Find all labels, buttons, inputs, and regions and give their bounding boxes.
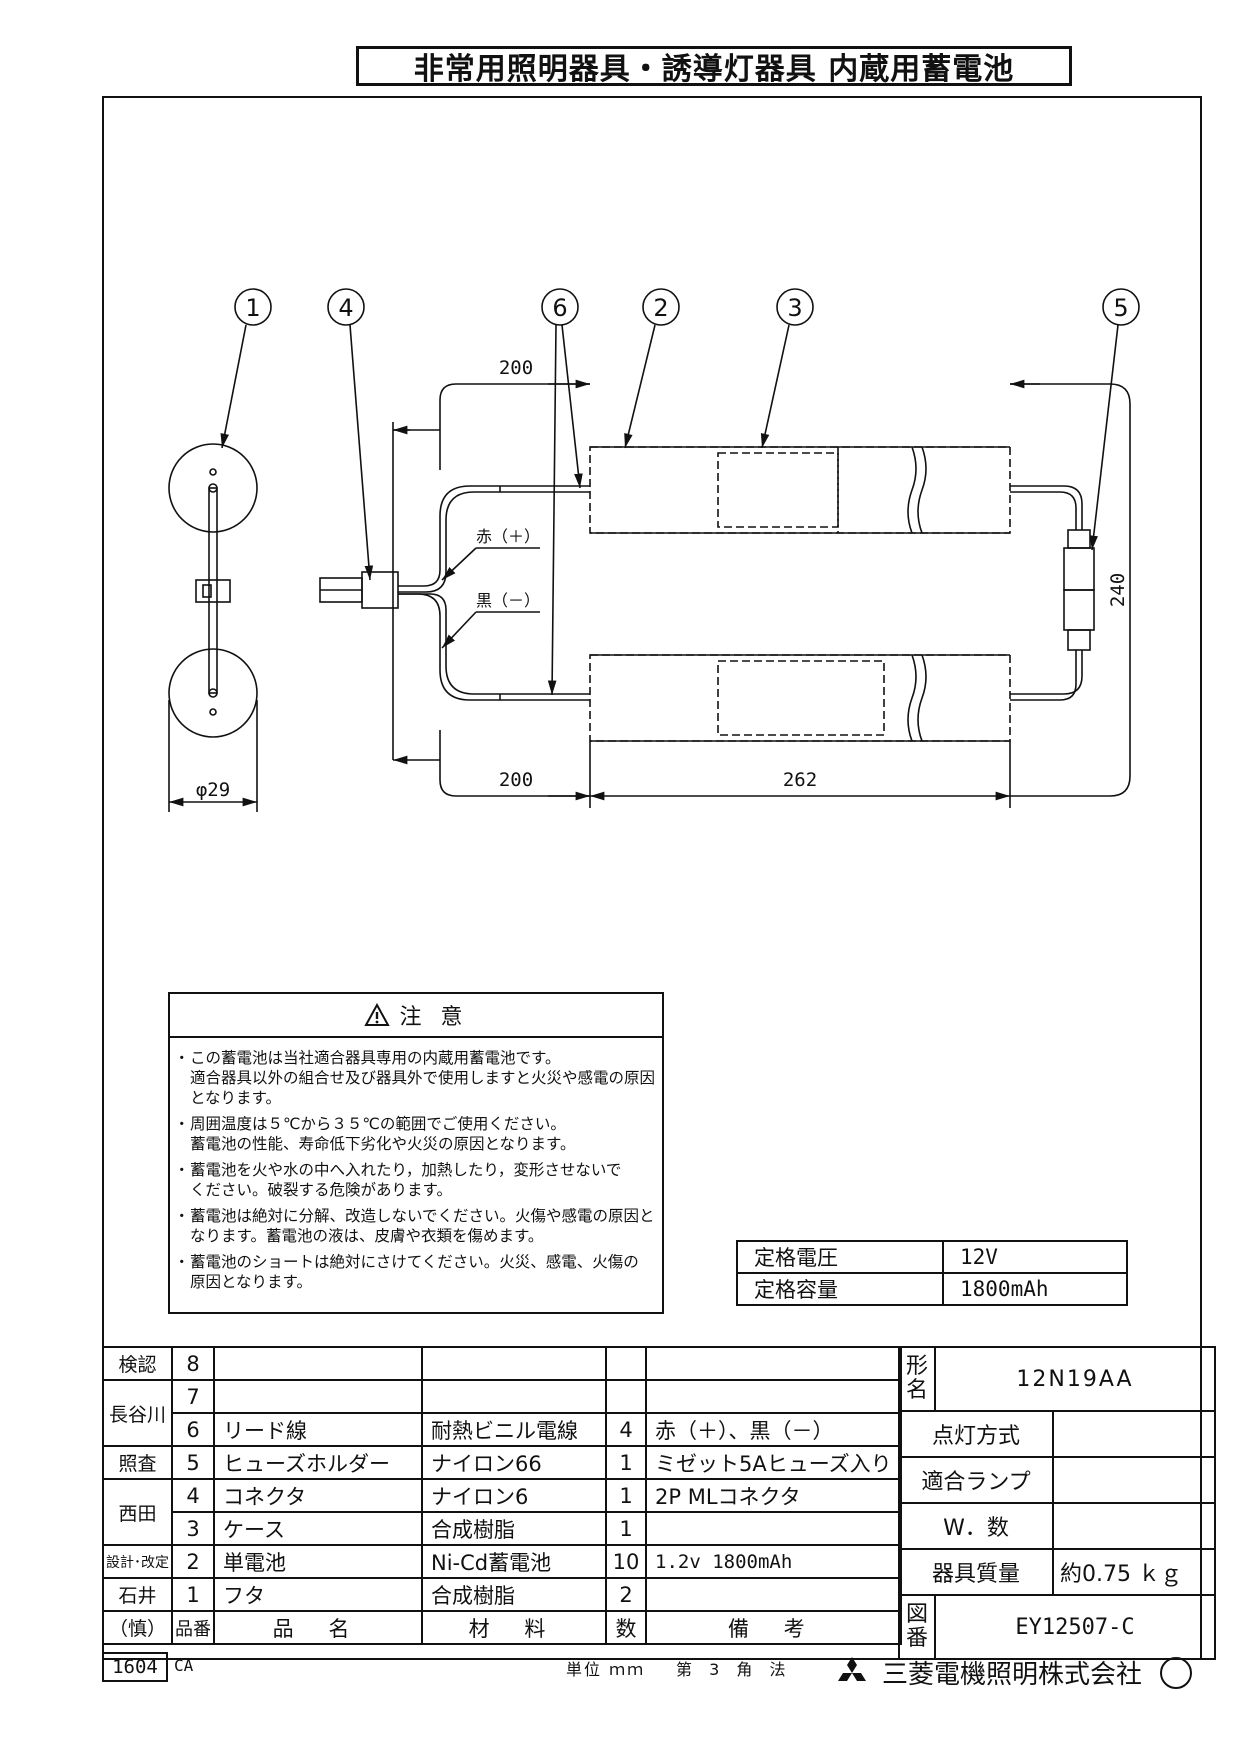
signature-cell: 長谷川 xyxy=(102,1379,173,1447)
dimension-body-length: 262 xyxy=(589,741,1011,808)
rated-voltage-value: 12V xyxy=(942,1240,1128,1274)
watt-label: W．数 xyxy=(898,1502,1054,1550)
svg-text:200: 200 xyxy=(499,769,533,791)
signature-cell: 西田 xyxy=(102,1478,173,1546)
table-row: 長谷川 7 xyxy=(102,1379,902,1447)
signature-cell: 検認 xyxy=(102,1346,173,1381)
drawing-frame xyxy=(102,96,1202,1660)
caution-item: 蓄電池は絶対に分解、改造しないでください。火傷や感電の原因と なります。蓄電池の… xyxy=(174,1206,656,1246)
balloon-5: 5 xyxy=(1089,288,1140,551)
mass-label: 器具質量 xyxy=(898,1548,1054,1596)
mass-value: 約0.75 ｋｇ xyxy=(1052,1548,1216,1596)
unit-note: 単位 ｍｍ xyxy=(566,1660,646,1679)
table-row: 照査 5 ヒューズホルダー ナイロン66 1 ミゼット5Aヒューズ入り xyxy=(102,1445,902,1480)
table-header-row: （慎） 品番 品 名 材 料 数 備 考 xyxy=(102,1610,902,1645)
battery-case-bottom xyxy=(589,654,1011,742)
title-block: 形名 12N19AA 点灯方式 適合ランプ W．数 器具質量 約0.75 ｋｇ … xyxy=(897,1346,1216,1660)
signature-cell: 照査 xyxy=(102,1445,173,1480)
watt-value xyxy=(1052,1502,1216,1550)
caution-item: 蓄電池のショートは絶対にさけてください。火災、感電、火傷の 原因となります。 xyxy=(174,1252,656,1292)
signature-cell: 石井 xyxy=(102,1577,173,1612)
svg-text:2: 2 xyxy=(653,294,668,322)
lighting-label: 点灯方式 xyxy=(898,1410,1054,1458)
svg-text:240: 240 xyxy=(1107,573,1129,607)
svg-text:4: 4 xyxy=(338,294,353,322)
svg-text:262: 262 xyxy=(783,769,817,791)
revision-code: CA xyxy=(174,1656,194,1675)
caution-box: 注 意 この蓄電池は当社適合器具専用の内蔵用蓄電池です。 適合器具以外の組合せ及… xyxy=(168,992,664,1314)
warning-triangle-icon xyxy=(363,1003,390,1026)
lamp-value xyxy=(1052,1456,1216,1504)
table-row: 6 リード線 耐熱ビニル電線 4 赤（＋）、黒（－） xyxy=(103,1412,902,1447)
lead-color-labels: 赤（＋） 黒（－） xyxy=(441,527,540,649)
table-row: 石井 1 フタ 合成樹脂 2 xyxy=(102,1577,902,1612)
balloon-1: 1 xyxy=(220,288,272,449)
fuse-holder xyxy=(1063,529,1095,651)
svg-text:1: 1 xyxy=(245,294,260,322)
table-row: 設計･改定 2 単電池 Ni-Cd蓄電池 10 1.2v 1800mAh xyxy=(102,1544,902,1579)
svg-text:黒（－）: 黒（－） xyxy=(476,591,540,610)
lamp-label: 適合ランプ xyxy=(898,1456,1054,1504)
drawing-number: EY12507-C xyxy=(934,1594,1216,1660)
svg-text:6: 6 xyxy=(552,294,567,322)
caution-item: 周囲温度は５℃から３５℃の範囲でご使用ください。 蓄電池の性能、寿命低下劣化や火… xyxy=(174,1114,656,1154)
caution-item: この蓄電池は当社適合器具専用の内蔵用蓄電池です。 適合器具以外の組合せ及び器具外… xyxy=(174,1048,656,1108)
rated-capacity-label: 定格容量 xyxy=(736,1272,944,1306)
model-number: 12N19AA xyxy=(934,1346,1216,1412)
table-row: 3 ケース 合成樹脂 1 xyxy=(103,1511,902,1546)
dimension-height: 240 xyxy=(1010,379,1131,797)
rating-table: 定格電圧 12V 定格容量 1800mAh xyxy=(736,1240,1128,1306)
rated-voltage-label: 定格電圧 xyxy=(736,1240,944,1274)
lighting-value xyxy=(1052,1410,1216,1458)
drawing-title: 非常用照明器具・誘導灯器具 内蔵用蓄電池 xyxy=(356,46,1072,87)
svg-text:φ29: φ29 xyxy=(196,779,230,801)
doc-code: 1604 xyxy=(102,1652,168,1682)
parts-table: 検認 8 長谷川 7 6 リード線 耐熱ビニル電線 4 赤（＋）、黒（－） 照査… xyxy=(102,1346,902,1645)
table-row: 検認 8 xyxy=(102,1346,902,1381)
balloon-6: 6 xyxy=(541,288,583,696)
model-tag: 形名 xyxy=(897,1346,937,1412)
caution-item: 蓄電池を火や水の中へ入れたり，加熱したり，変形させないで ください。破裂する危険… xyxy=(174,1160,656,1200)
company-name: 三菱電機照明株式会社 xyxy=(882,1660,1143,1690)
dimension-lead-bottom: 200 xyxy=(392,422,590,801)
connector-2p xyxy=(319,571,399,609)
caution-list: この蓄電池は当社適合器具専用の内蔵用蓄電池です。 適合器具以外の組合せ及び器具外… xyxy=(170,1038,662,1292)
svg-text:5: 5 xyxy=(1113,294,1128,322)
battery-case-top xyxy=(589,446,1011,534)
dimension-lead-top: 200 xyxy=(393,357,590,470)
drawing-tag: 図番 xyxy=(897,1594,937,1660)
caution-heading-text: 注 意 xyxy=(399,1005,469,1030)
projection-note: 第 3 角 法 xyxy=(676,1660,792,1679)
company-block: 三菱電機照明株式会社 xyxy=(832,1654,1193,1691)
three-diamonds-logo-icon xyxy=(838,1656,866,1681)
rated-capacity-value: 1800mAh xyxy=(942,1272,1128,1306)
end-view-cap xyxy=(168,443,258,738)
balloon-3: 3 xyxy=(760,288,814,449)
balloon-4: 4 xyxy=(327,288,374,581)
svg-text:赤（＋）: 赤（＋） xyxy=(476,527,540,546)
signature-cell: 設計･改定 xyxy=(102,1544,173,1579)
svg-text:200: 200 xyxy=(499,357,533,379)
caution-heading: 注 意 xyxy=(170,994,662,1038)
seal-circle-icon xyxy=(1160,1656,1193,1689)
balloon-2: 2 xyxy=(624,288,680,449)
svg-text:3: 3 xyxy=(787,294,802,322)
diameter-dimension: φ29 xyxy=(168,700,258,812)
table-row: 西田 4 コネクタ ナイロン6 1 2P MLコネクタ xyxy=(102,1478,902,1546)
signature-cell: （慎） xyxy=(102,1610,173,1645)
